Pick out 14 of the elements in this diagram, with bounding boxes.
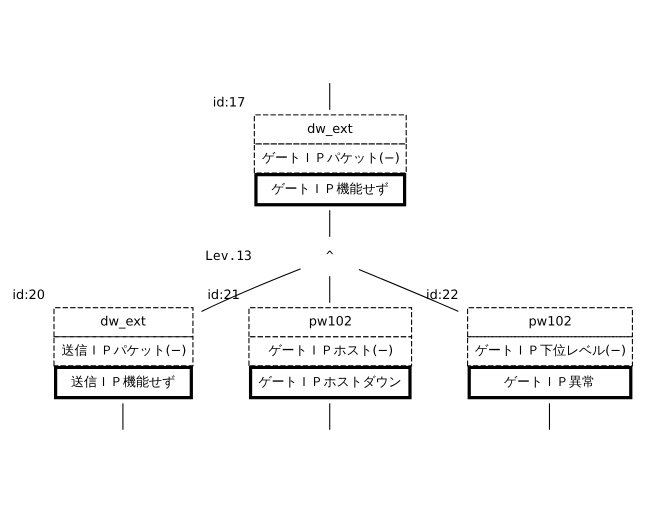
node-label: id:17	[212, 94, 246, 110]
connector	[329, 82, 330, 110]
connector	[329, 276, 330, 302]
label: Lev.13	[205, 248, 252, 264]
node-label: id:22	[426, 288, 459, 303]
connector	[201, 268, 301, 312]
node-text: ^	[326, 248, 334, 264]
connector	[329, 402, 330, 430]
node-label: id:20	[12, 288, 45, 303]
connector	[548, 402, 550, 430]
node-label: id:21	[207, 288, 240, 303]
connector	[329, 210, 330, 236]
connector	[358, 268, 459, 312]
connector	[122, 402, 124, 430]
